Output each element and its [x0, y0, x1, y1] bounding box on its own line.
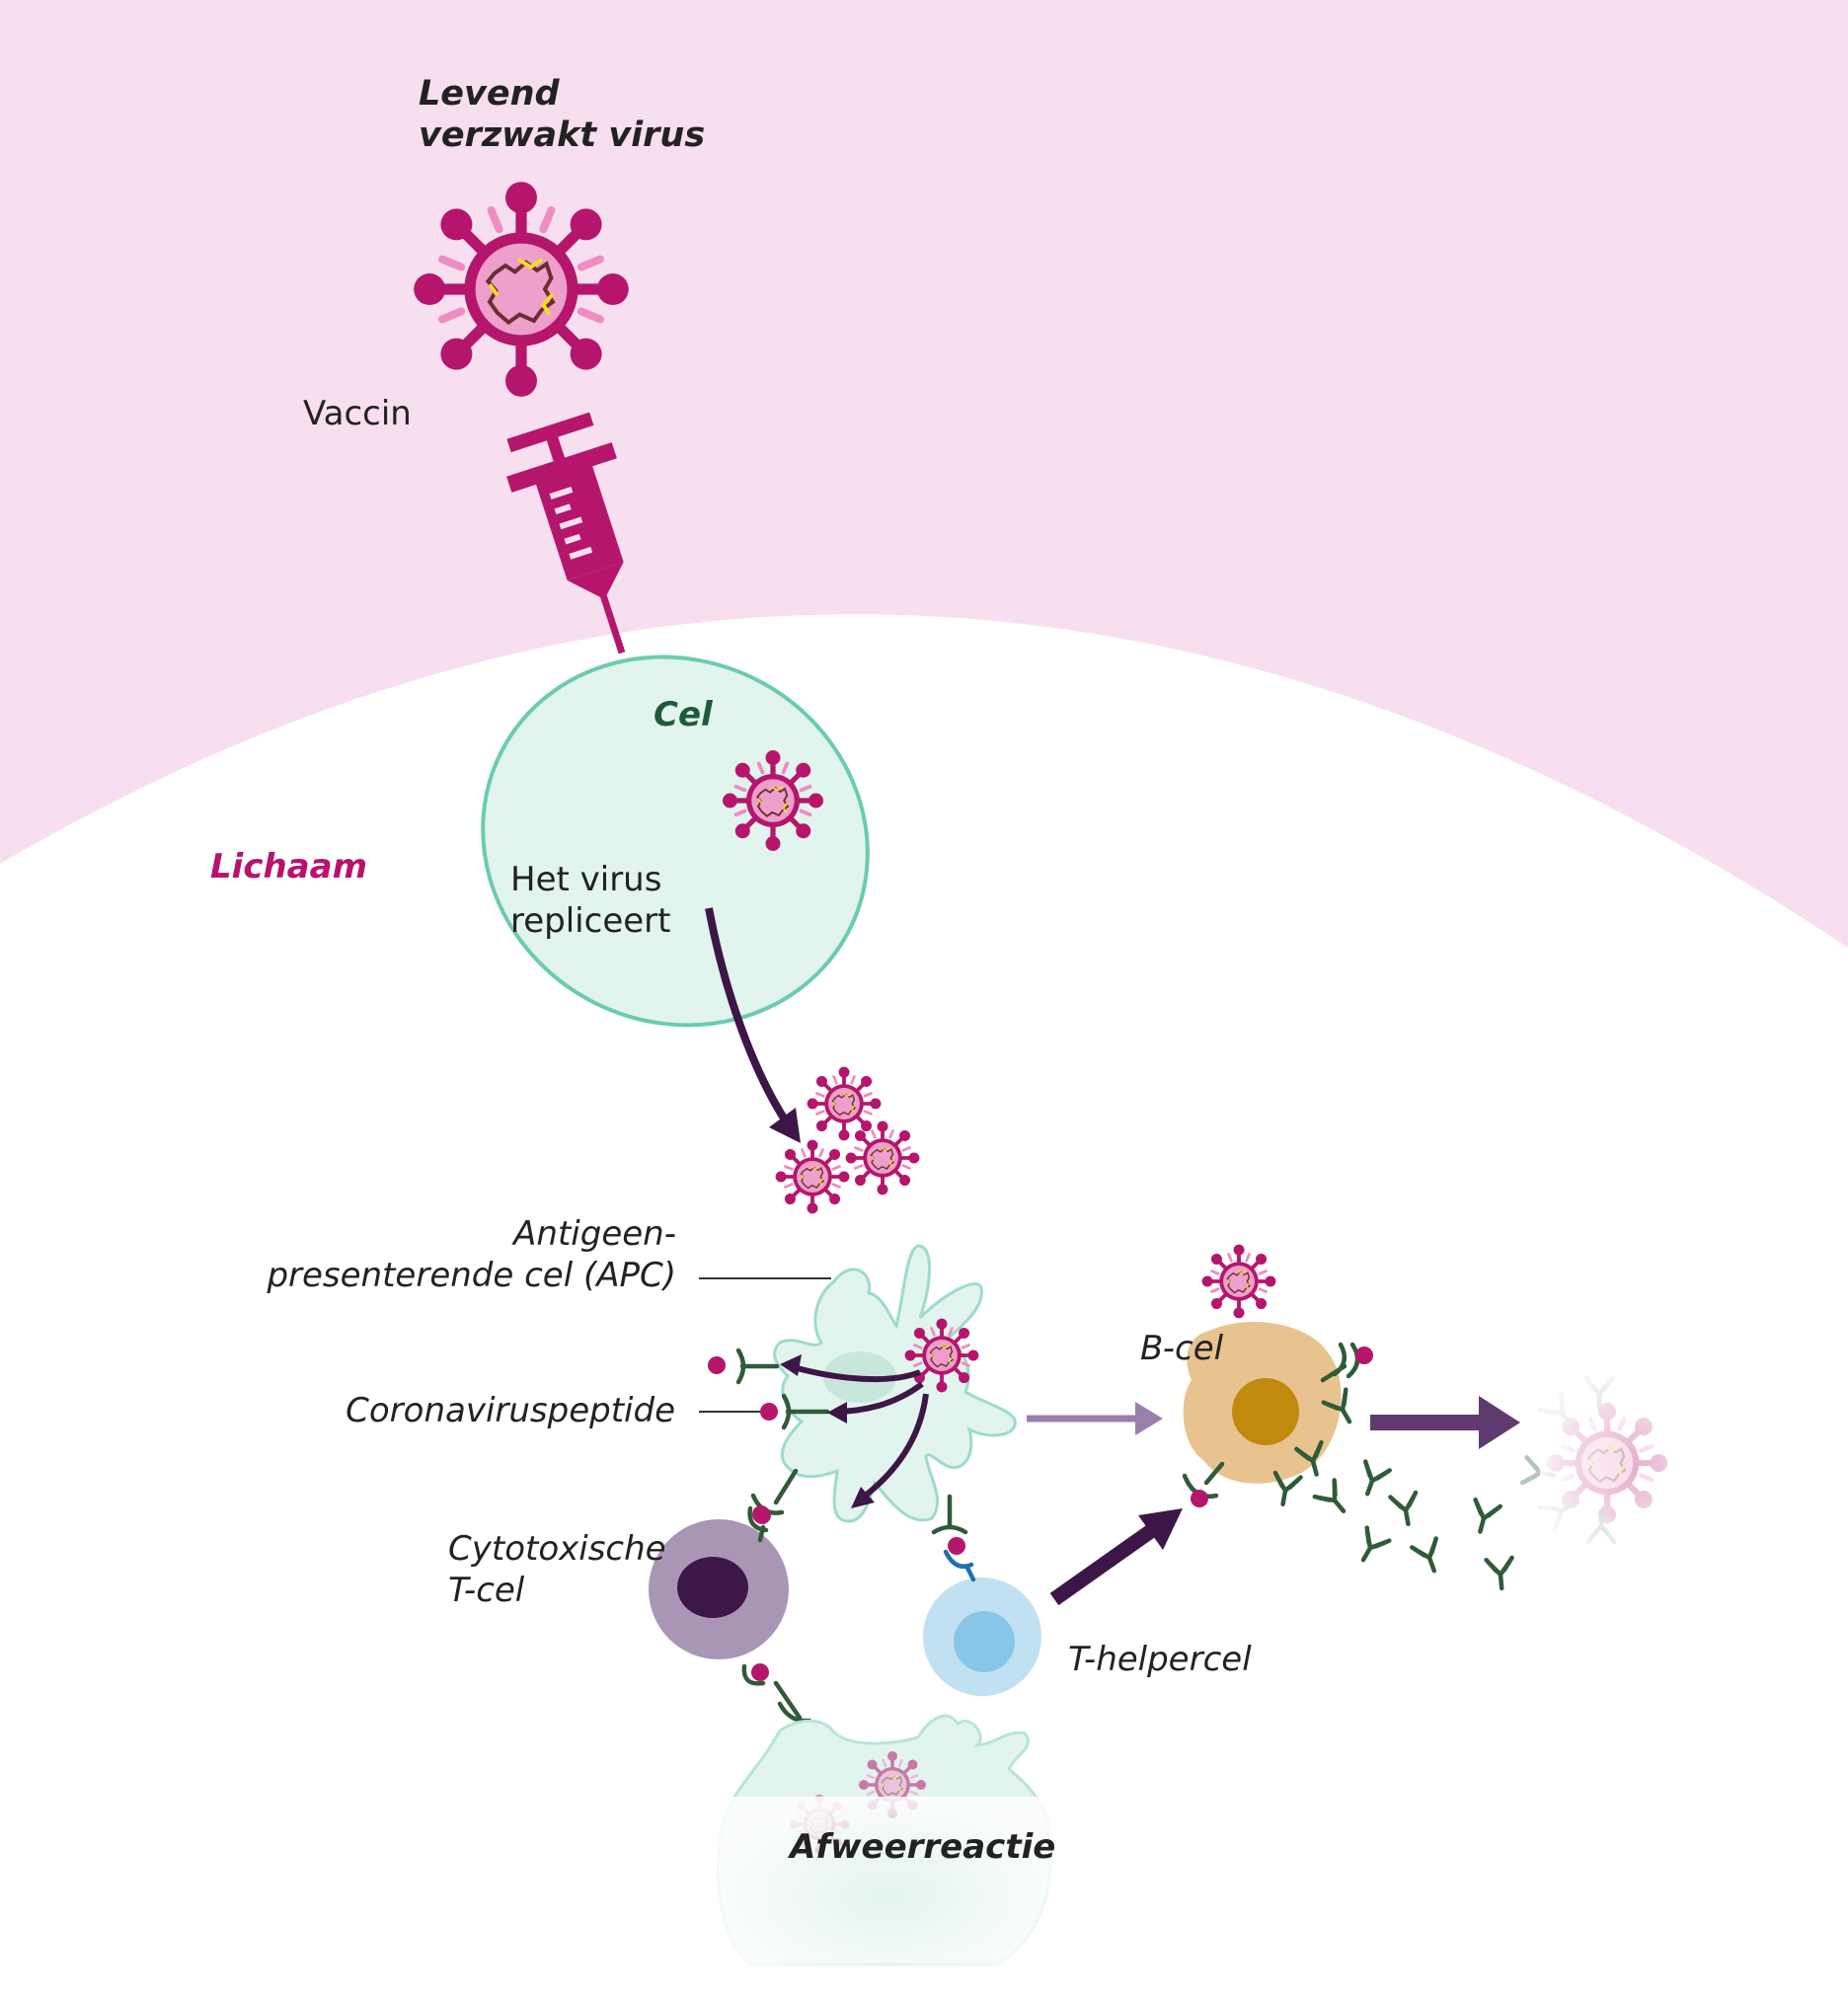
b-cell-nucleus [1232, 1378, 1299, 1445]
peptide-dot [751, 1663, 769, 1681]
body-label: Lichaam [210, 847, 367, 886]
t-helper-cell-label: T-helpercel [1068, 1640, 1252, 1679]
replicated-virus-icon [805, 1064, 884, 1143]
virus-in-apc-icon [902, 1316, 981, 1395]
immune-response-label: Afweerreactie [790, 1827, 1056, 1867]
t-helper-nucleus [954, 1611, 1015, 1672]
replication-arrow [705, 907, 794, 1130]
peptide-dot [948, 1537, 965, 1555]
syringe-icon [506, 412, 626, 654]
cell-label: Cel [654, 695, 713, 734]
virus-in-cell-icon [723, 750, 823, 851]
vaccine-label: Vaccin [303, 394, 412, 433]
antigen-dot [1355, 1347, 1373, 1364]
replicated-virus-icon [843, 1118, 922, 1197]
antigen-dot [1191, 1490, 1208, 1507]
peptide-label: Coronaviruspeptide [346, 1391, 675, 1430]
t-helper-to-b-cell-arrow [1049, 1521, 1160, 1606]
cytotoxic-t-cell-label: Cytotoxische T-cel [448, 1529, 666, 1610]
virus-near-b-cell-icon [1199, 1242, 1278, 1321]
apc-label: Antigeen- presenterende cel (APC) [267, 1214, 676, 1295]
peptide-dot [753, 1506, 771, 1524]
replicated-virus-icon [773, 1137, 852, 1216]
cytotoxic-nucleus [677, 1557, 748, 1618]
live-attenuated-virus-icon [414, 182, 629, 397]
peptide-dot [708, 1356, 726, 1374]
peptide-dot [760, 1403, 778, 1421]
host-cell [481, 654, 870, 1028]
virus-title-label: Levend verzwakt virus [419, 74, 706, 155]
replication-label: Het virus repliceert [510, 860, 671, 941]
b-cell-label: B-cel [1140, 1329, 1224, 1368]
